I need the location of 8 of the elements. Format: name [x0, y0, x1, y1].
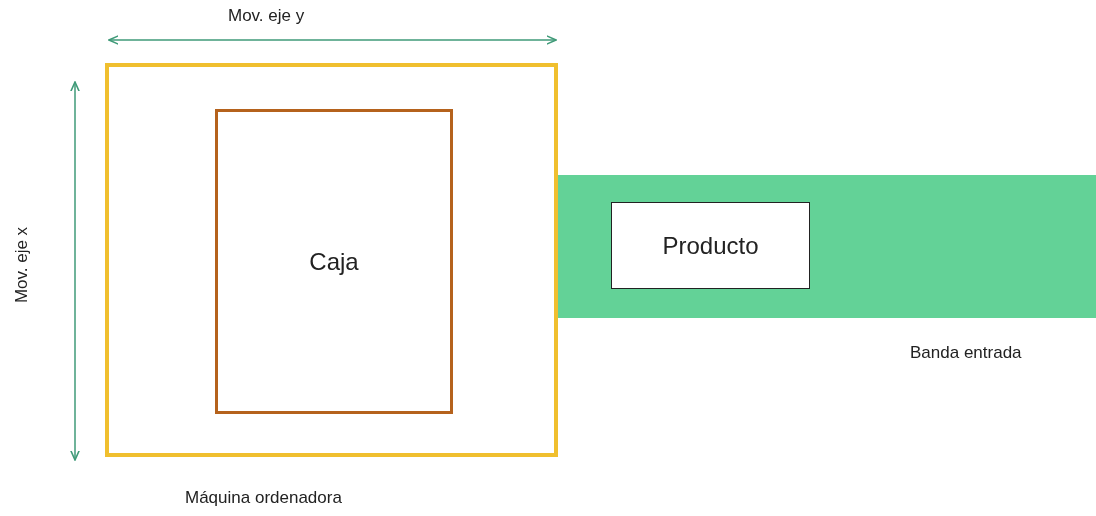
machine-frame [105, 63, 558, 457]
axis-label: Mov. eje x [12, 226, 33, 304]
axis-label: Mov. eje y [228, 6, 305, 26]
box-outline: Caja [215, 109, 453, 414]
node-label: Banda entrada [910, 343, 1022, 363]
conveyor-belt [556, 175, 1096, 318]
node-label: Máquina ordenadora [185, 488, 342, 508]
product-box: Producto [611, 202, 810, 289]
